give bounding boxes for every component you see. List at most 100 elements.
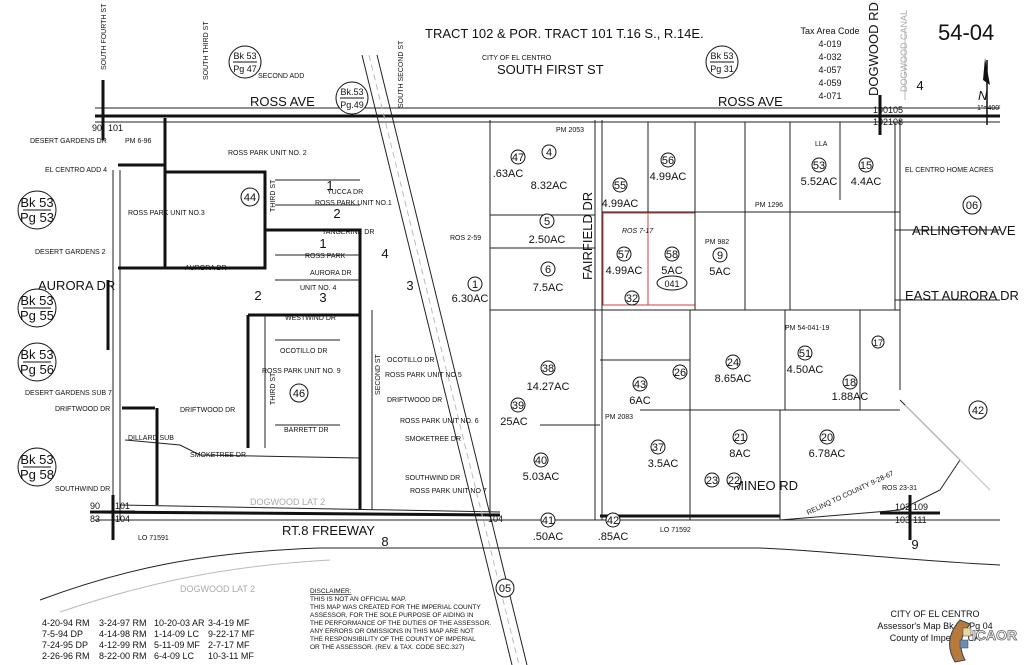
parcel-acres: 5.52AC xyxy=(801,176,838,188)
parcel[interactable]: 67.5AC xyxy=(533,261,564,294)
parcel[interactable]: 47.63AC xyxy=(493,149,526,180)
corner-label: 83 xyxy=(90,514,100,524)
parcel[interactable]: 48.32AC xyxy=(531,144,568,192)
parcel[interactable]: 574.99AC xyxy=(606,246,643,277)
area-label: PM 54-041-19 xyxy=(785,325,829,332)
revision-entry: 4-20-94 RM xyxy=(42,618,90,628)
road-label: EAST AURORA DR xyxy=(905,288,1019,303)
page-label: Pg.49 xyxy=(340,100,364,110)
book-ref[interactable]: Bk 53 Pg 31 xyxy=(705,45,739,79)
revision-entry: 3-4-19 MF xyxy=(208,618,250,628)
tax-code: 4-059 xyxy=(818,78,841,88)
parcel[interactable]: 206.78AC xyxy=(809,429,846,460)
parcel-number: 42 xyxy=(607,515,619,527)
block-number: 3 xyxy=(319,290,326,305)
area-label: LO 71592 xyxy=(660,527,691,534)
page-label: Pg 31 xyxy=(710,64,734,74)
area-label: UNIT NO. 4 xyxy=(300,285,337,292)
block-numbers: 1 2 1 3 4 3 2 8 9 4 xyxy=(254,78,923,552)
area-label: LLA xyxy=(815,141,828,148)
parcel[interactable]: 514.50AC xyxy=(787,345,824,376)
disclaimer-line: THIS MAP WAS CREATED FOR THE IMPERIAL CO… xyxy=(310,604,481,611)
parcel[interactable]: 44 xyxy=(240,187,260,207)
road-label: WESTWIND DR xyxy=(285,315,336,322)
section-corners: 90 101 90 101 83 104 100 105 102 108 102… xyxy=(90,105,928,525)
area-label: LO 71591 xyxy=(138,535,169,542)
parcel[interactable]: 554.99AC xyxy=(602,177,639,210)
parcel[interactable]: 405.03AC xyxy=(523,452,560,483)
parcel[interactable]: 248.65AC xyxy=(715,354,752,385)
parcel-number: 1 xyxy=(472,279,478,291)
road-label: AURORA DR xyxy=(38,278,115,293)
road-label: BARRETT DR xyxy=(284,427,329,434)
parcel[interactable]: 06 xyxy=(962,195,982,215)
parcel[interactable]: 42 xyxy=(968,400,988,420)
page-label: Pg 56 xyxy=(20,362,54,377)
parcel-number: 51 xyxy=(799,348,811,360)
road-label: SOUTH FOURTH ST xyxy=(101,3,108,70)
parcel[interactable]: 181.88AC xyxy=(832,374,869,403)
parcel[interactable]: 535.52AC xyxy=(801,157,838,188)
area-label: ROSS PARK UNIT NO.1 xyxy=(315,200,392,207)
page-label: Pg 58 xyxy=(20,467,54,482)
book-label: Bk 53 xyxy=(710,51,733,61)
north-arrow-icon xyxy=(983,58,990,125)
parcel-number: 4 xyxy=(546,147,552,159)
road-label: ROSS AVE xyxy=(250,94,315,109)
book-label: Bk 53 xyxy=(20,293,53,308)
parcel[interactable]: 17 xyxy=(871,335,885,349)
area-label: PM 6-96 xyxy=(125,138,152,145)
road-label: OCOTILLO DR xyxy=(280,348,327,355)
parcel[interactable]: 564.99AC xyxy=(650,152,687,183)
parcel[interactable]: 32 xyxy=(624,290,640,306)
corner-label: 90 xyxy=(90,501,100,511)
corner-label: 104 xyxy=(488,514,503,524)
block-number: 1 xyxy=(326,178,333,193)
map-footer: CITY OF EL CENTRO Assessor's Map Bk 54-P… xyxy=(877,609,992,643)
parcel-number: 56 xyxy=(662,155,674,167)
parcel-acres: 8AC xyxy=(729,448,750,460)
road-label: AURORA DR xyxy=(310,270,352,277)
parcel-acres: 2.50AC xyxy=(529,234,566,246)
parcel[interactable]: 5 2.50AC xyxy=(529,213,566,246)
parcel-acres: 25AC xyxy=(500,416,528,428)
parcel[interactable]: 373.5AC xyxy=(648,439,679,470)
parcel[interactable]: 26 xyxy=(672,364,688,380)
parcel-number: 06 xyxy=(966,200,978,212)
parcel[interactable]: 154.4AC xyxy=(851,157,882,188)
parcel[interactable]: 46 xyxy=(289,383,309,403)
parcel-number: 40 xyxy=(535,455,547,467)
parcel[interactable]: 16.30AC xyxy=(452,276,489,305)
disclaimer-line: OR THE ASSESSOR. (REV. & TAX. CODE SEC.3… xyxy=(310,644,464,651)
road-label: SOUTH SECOND ST xyxy=(398,40,405,108)
road-label: ROSS AVE xyxy=(718,94,783,109)
parcel[interactable]: 22 xyxy=(726,472,742,488)
block-number: 2 xyxy=(333,206,340,221)
parcel[interactable]: 42.85AC xyxy=(598,512,629,543)
parcel-number: 44 xyxy=(244,192,256,204)
parcel-number: 38 xyxy=(542,363,554,375)
parcel-number: 5 xyxy=(544,216,550,228)
parcel[interactable]: 05 xyxy=(495,578,515,598)
parcel-acres: 6AC xyxy=(629,395,650,407)
revision-history: 4-20-94 RM 7-5-94 DP 7-24-95 DP 2-26-96 … xyxy=(42,618,255,661)
parcel[interactable]: 41.50AC xyxy=(533,512,564,543)
road-label: SECOND ST xyxy=(375,353,382,395)
area-label: ROSS PARK UNIT NO. 9 xyxy=(262,368,341,375)
area-label: ROSS PARK xyxy=(305,253,346,260)
parcel-acres: 6.78AC xyxy=(809,448,846,460)
parcel[interactable]: 23 xyxy=(704,472,720,488)
road-label: RT.8 FREEWAY xyxy=(282,523,375,538)
